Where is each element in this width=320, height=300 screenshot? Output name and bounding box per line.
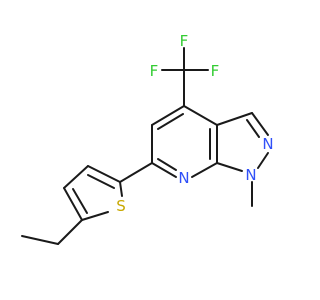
bond-n7-c6-inner <box>157 158 177 171</box>
bond-c5-c4 <box>151 105 185 126</box>
bond-c7a-n7 <box>191 162 218 178</box>
atom-f-left: F <box>150 62 159 80</box>
bond-c5-c4-inner <box>157 113 184 130</box>
bond-th-c2-c3 <box>87 165 121 183</box>
bond-ethyl-1 <box>57 219 83 245</box>
bond-c3-n2-inner <box>246 119 260 138</box>
atom-n-pyridine: N <box>178 169 189 187</box>
bond-th-c5-s <box>81 211 109 221</box>
atom-n-pyrazole-1: N <box>245 166 256 184</box>
bond-th-c4-c5-inner <box>72 188 88 214</box>
bond-th-s-c2 <box>119 181 123 197</box>
bond-c3-n2 <box>251 112 269 136</box>
bond-c4-c3a <box>183 105 218 126</box>
bond-th-c4-c5 <box>63 187 83 221</box>
atom-f-top: F <box>180 32 189 50</box>
bond-c3a-c3 <box>216 112 253 126</box>
bond-th-c3-c4 <box>63 165 89 189</box>
bond-n1-c7a <box>216 162 243 172</box>
atom-n-pyrazole-2: N <box>262 135 273 153</box>
bond-th-c2-c3-inner <box>87 174 115 189</box>
bond-ethyl-2 <box>21 235 59 245</box>
molecule-structure: F F F N N N S <box>21 32 274 245</box>
atom-f-right: F <box>211 62 220 80</box>
bonds <box>21 47 269 245</box>
bond-n2-n1 <box>257 152 269 169</box>
atom-labels: F F F N N N S <box>116 32 273 215</box>
molecule-canvas: F F F N N N S <box>21 32 274 245</box>
atom-s-thiophene: S <box>116 197 126 215</box>
bond-n7-c6 <box>151 162 177 178</box>
bond-c6-thiophene <box>119 162 153 183</box>
